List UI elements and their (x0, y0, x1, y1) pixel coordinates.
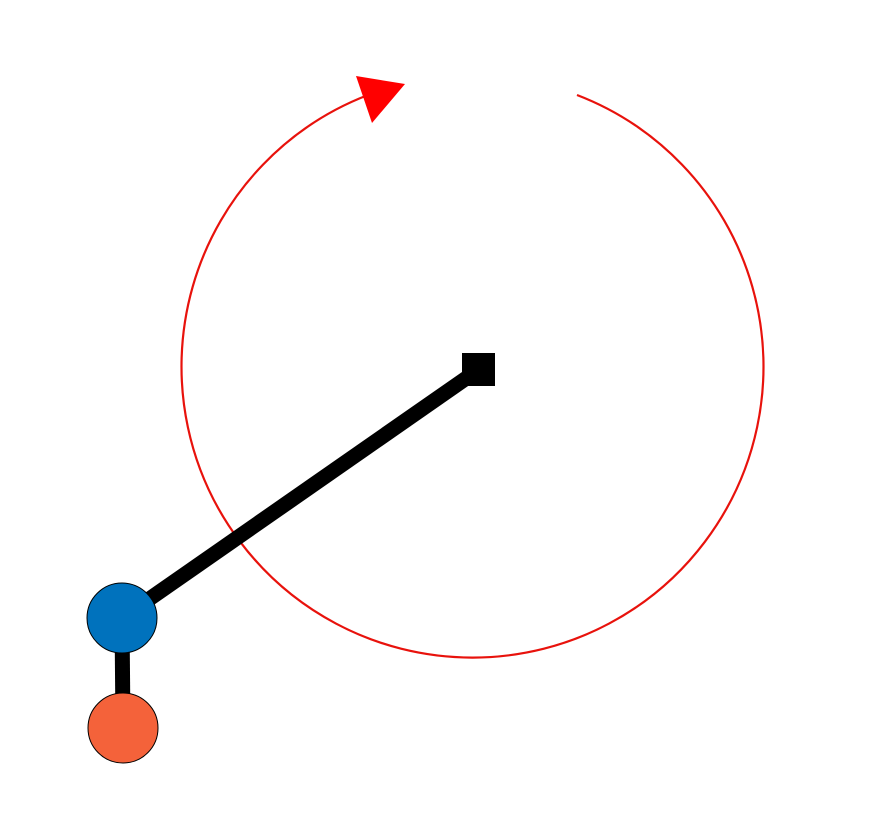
upper-rod (117, 363, 483, 625)
second-bob (87, 692, 159, 764)
first-bob (86, 582, 158, 654)
pivot-square (462, 353, 495, 386)
rotation-arrowhead (356, 76, 405, 123)
rotation-arc (180, 93, 765, 659)
